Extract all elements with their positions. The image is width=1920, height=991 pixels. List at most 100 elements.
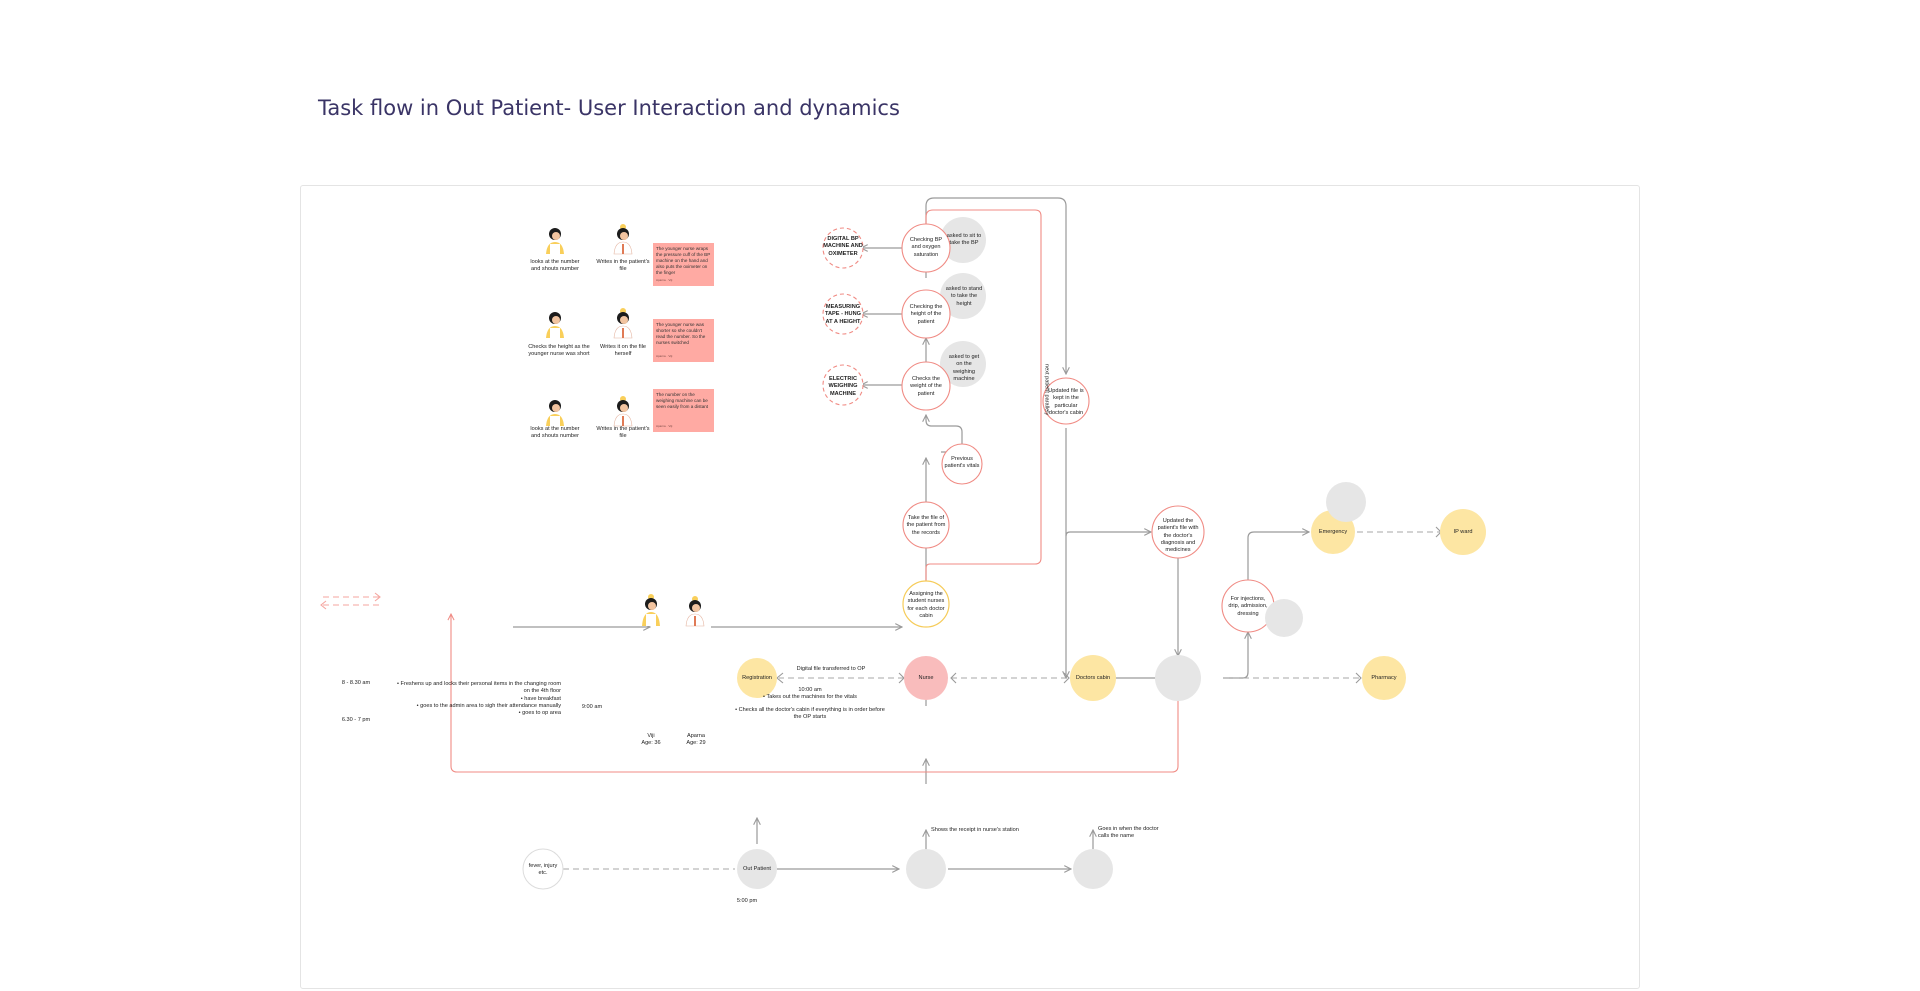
node-nurse <box>904 656 948 700</box>
obs-height-older: Checks the height as the younger nurse w… <box>528 344 590 358</box>
ten-am-line: • Checks all the doctor's cabin if every… <box>735 707 885 713</box>
edge-top-loop <box>925 197 1066 374</box>
morning-routine: • Freshens up and locks their personal i… <box>381 681 561 717</box>
label-assign: Assigning the student nurses for each do… <box>907 591 945 619</box>
note-author: Aparna · Viji <box>656 278 673 283</box>
time-9am: 9:00 am <box>581 704 603 710</box>
node-takefile <box>902 501 950 549</box>
nurse-avatars <box>546 224 705 627</box>
node-junction <box>1155 655 1201 701</box>
flow-canvas <box>320 197 1486 890</box>
node-emergency-grey <box>1326 482 1366 522</box>
label-weight: Checks the weight of the patient <box>910 376 942 397</box>
timeline-heads <box>320 592 381 610</box>
label-ipward: IP ward <box>1453 529 1473 535</box>
note-text: The younger nurse was shorter so she cou… <box>656 322 706 345</box>
routine-line: • Freshens up and locks their personal i… <box>397 681 561 687</box>
node-doctors-cabin <box>1070 655 1116 701</box>
node-weight-grey <box>940 341 986 387</box>
ten-am-line: • Takes out the machines for the vitals <box>763 694 857 701</box>
obs-weight-older: looks at the number and shouts number <box>530 426 580 440</box>
edge-prev-vitals-weight <box>926 415 963 476</box>
person-age: Age: 36 <box>641 740 661 747</box>
node-electric <box>822 364 864 406</box>
label-ask-weight: asked to get on the weighing machine <box>948 354 980 382</box>
note-weight: The number on the weighing machine can b… <box>653 389 714 432</box>
label-updated-file: Updated the patient's file with the doct… <box>1157 518 1199 554</box>
routine-line: • goes to the admin area to sigh their a… <box>416 702 561 709</box>
ten-am-line: the OP starts <box>793 714 827 721</box>
label-outpatient: Out Patient <box>743 866 771 872</box>
node-height-grey <box>940 273 986 319</box>
label-digital-bp: DIGITAL BP MACHINE AND OXIMETER <box>823 236 863 257</box>
dashed-connectors <box>563 531 1441 870</box>
node-tape <box>822 293 864 335</box>
edge-label-goes-in: Goes in when the doctor calls the name <box>1098 826 1159 840</box>
node-digital-bp <box>822 227 864 269</box>
time-morning: 8 - 8.30 am <box>341 680 371 686</box>
page-title: Task flow in Out Patient- User Interacti… <box>318 96 900 120</box>
label-file-kept: Updated file is kept in the particular d… <box>1048 388 1084 416</box>
label-electric: ELECTRIC WEIGHING MACHINE <box>828 376 858 397</box>
routine-line: on the 4th floor <box>523 688 561 695</box>
person-viji: Viji Age: 36 <box>631 733 671 748</box>
edge-label-receipt: Shows the receipt in nurse's station <box>931 827 1019 833</box>
node-updated-file <box>1151 505 1205 559</box>
note-author: Aparna · Viji <box>656 354 673 359</box>
ten-am-time: 10:00 am <box>798 687 822 693</box>
routine-line: • have breakfast <box>520 695 561 702</box>
connectors <box>513 197 1309 869</box>
time-evening: 6.30 - 7 pm <box>341 717 371 723</box>
label-emergency: Emergency <box>1318 529 1348 535</box>
node-height <box>901 289 951 339</box>
note-height: The younger nurse was shorter so she cou… <box>653 319 714 362</box>
person-aparna: Aparna Age: 29 <box>676 733 716 748</box>
edge-injections-emergency <box>1247 532 1309 580</box>
node-outpatient <box>737 849 777 889</box>
obs-bp-younger: Writes in the patient's file <box>596 259 650 273</box>
note-bp: The younger nurse wraps the pressure cuf… <box>653 243 714 286</box>
node-assign-doctor <box>902 580 950 628</box>
avatar-aparna <box>685 596 705 627</box>
node-ipward <box>1440 509 1486 555</box>
node-doctor-queue <box>1073 849 1113 889</box>
obs-weight-younger: Writes in the patient's file <box>596 426 650 440</box>
ten-am-tasks: 10:00 am • Takes out the machines for th… <box>735 687 885 702</box>
edge-5pm-loop <box>451 614 1179 773</box>
ten-am-tasks-2: • Checks all the doctor's cabin if every… <box>735 707 885 722</box>
edge-next-patient <box>925 209 1042 626</box>
person-age: Age: 29 <box>686 740 706 747</box>
edge-junction-injections <box>1223 632 1248 679</box>
node-file-kept <box>1042 377 1090 425</box>
routine-line: • goes to op area <box>518 710 561 717</box>
nodes <box>522 217 1486 890</box>
red-connectors <box>451 209 1179 773</box>
label-injections: For injections, drip, admission, dressin… <box>1228 596 1268 617</box>
node-injections-grey <box>1265 599 1303 637</box>
label-registration: Registration <box>742 675 772 681</box>
label-nurse: Nurse <box>918 675 934 681</box>
node-fever <box>522 848 564 890</box>
edge-label-digital-file: Digital file transferred to OP <box>796 666 866 672</box>
edge-to-updated-file <box>1065 532 1151 537</box>
label-ask-height: asked to stand to take the height <box>945 286 983 307</box>
avatar-older-weight <box>546 400 564 426</box>
label-pharmacy: Pharmacy <box>1371 675 1397 681</box>
node-pharmacy <box>1362 656 1406 700</box>
avatar-older-height <box>546 312 564 338</box>
node-prev-vitals <box>941 443 983 485</box>
avatar-younger-weight <box>613 396 633 427</box>
note-text: The younger nurse wraps the pressure cuf… <box>656 246 711 275</box>
label-doctors-cabin: Doctors cabin <box>1075 675 1111 681</box>
label-takefile: Take the file of the patient from the re… <box>906 515 946 536</box>
obs-bp-older: looks at the number and shouts number <box>530 259 580 273</box>
note-author: Aparna · Viji <box>656 424 673 429</box>
node-bp-grey <box>940 217 986 263</box>
label-tape: MEASURING TAPE - HUNG AT A HEIGHT <box>825 304 861 325</box>
node-weight <box>901 361 951 411</box>
label-ask-bp: asked to sit to take the BP <box>946 233 982 247</box>
timeline-dashes <box>323 596 379 606</box>
node-queue <box>906 849 946 889</box>
label-height: Checking the height of the patient <box>909 304 943 325</box>
avatar-younger-height <box>613 308 633 339</box>
